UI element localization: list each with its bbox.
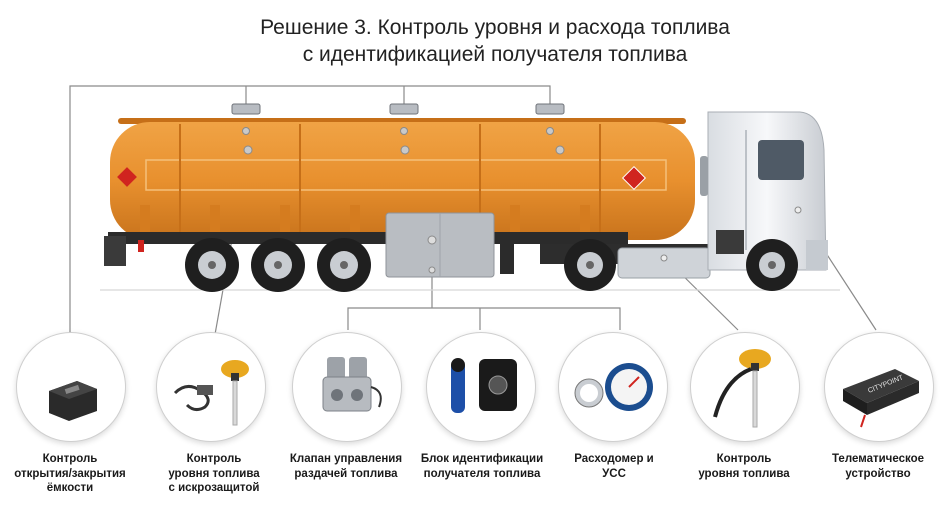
caption-fuel-level: Контроль уровня топлива (698, 453, 790, 480)
rear-bumper (104, 236, 126, 266)
fuel-level-sensor-icon (713, 349, 771, 428)
flowmeter-circle (558, 332, 668, 442)
flowmeter-icon (574, 363, 653, 411)
wheel (317, 238, 371, 292)
title-line-2: с идентификацией получателя топлива (302, 43, 688, 66)
cab-window (758, 140, 804, 180)
caption-fuel-level-ex: Контроль уровня топлива с искрозащитой (168, 453, 260, 494)
cab-door-line (745, 130, 747, 250)
caption-lid-control: Контроль открытия/закрытия ёмкости (14, 453, 126, 494)
caption-flowmeter: Расходомер и УСС (574, 453, 654, 480)
wheel (185, 238, 239, 292)
fuel-level-circle (690, 332, 800, 442)
wheel (564, 239, 616, 291)
caption-valve: Клапан управления раздачей топлива (289, 453, 403, 480)
rear-light (138, 240, 144, 252)
caption-id-block: Блок идентификации получателя топлива (420, 453, 544, 480)
wheel (746, 239, 798, 291)
diagram-title: Решение 3. Контроль уровня и расхода топ… (150, 14, 840, 68)
connector-lines (69, 85, 877, 345)
hazard-sign-front (621, 165, 647, 191)
id-block-circle (426, 332, 536, 442)
lid-sensor-circle (16, 332, 126, 442)
tank-supports (140, 205, 590, 237)
tanker-trailer (104, 103, 695, 278)
telematics-circle: CITYPOINT (824, 332, 934, 442)
lid-sensor-icon (49, 381, 97, 421)
trailer-chassis (108, 232, 628, 244)
wheel (251, 238, 305, 292)
box-point (427, 235, 437, 245)
telematics-device-icon: CITYPOINT (843, 369, 919, 428)
cab-bumper (806, 240, 828, 270)
wheels (185, 238, 798, 292)
valve-icon (322, 357, 382, 412)
fuel-tank-point (660, 254, 668, 262)
box-point-bottom (428, 266, 436, 274)
title-line-1: Решение 3. Контроль уровня и расхода топ… (260, 16, 730, 39)
fuel-level-ex-circle (156, 332, 266, 442)
tank-stripe (145, 159, 667, 191)
fuel-tank (617, 247, 711, 279)
hazard-sign-rear (117, 167, 137, 187)
caption-telematics: Телематическое устройство (831, 453, 925, 480)
mirror (700, 156, 708, 196)
sensor-points (242, 127, 565, 155)
fuel-level-sensor-ex-icon (173, 360, 249, 426)
tank-body (110, 122, 695, 240)
valve-circle (292, 332, 402, 442)
lid-connector (69, 85, 551, 345)
cab-point (794, 206, 802, 214)
id-key-reader-icon (451, 358, 517, 413)
hatches (231, 103, 565, 115)
cab-step (716, 230, 744, 254)
